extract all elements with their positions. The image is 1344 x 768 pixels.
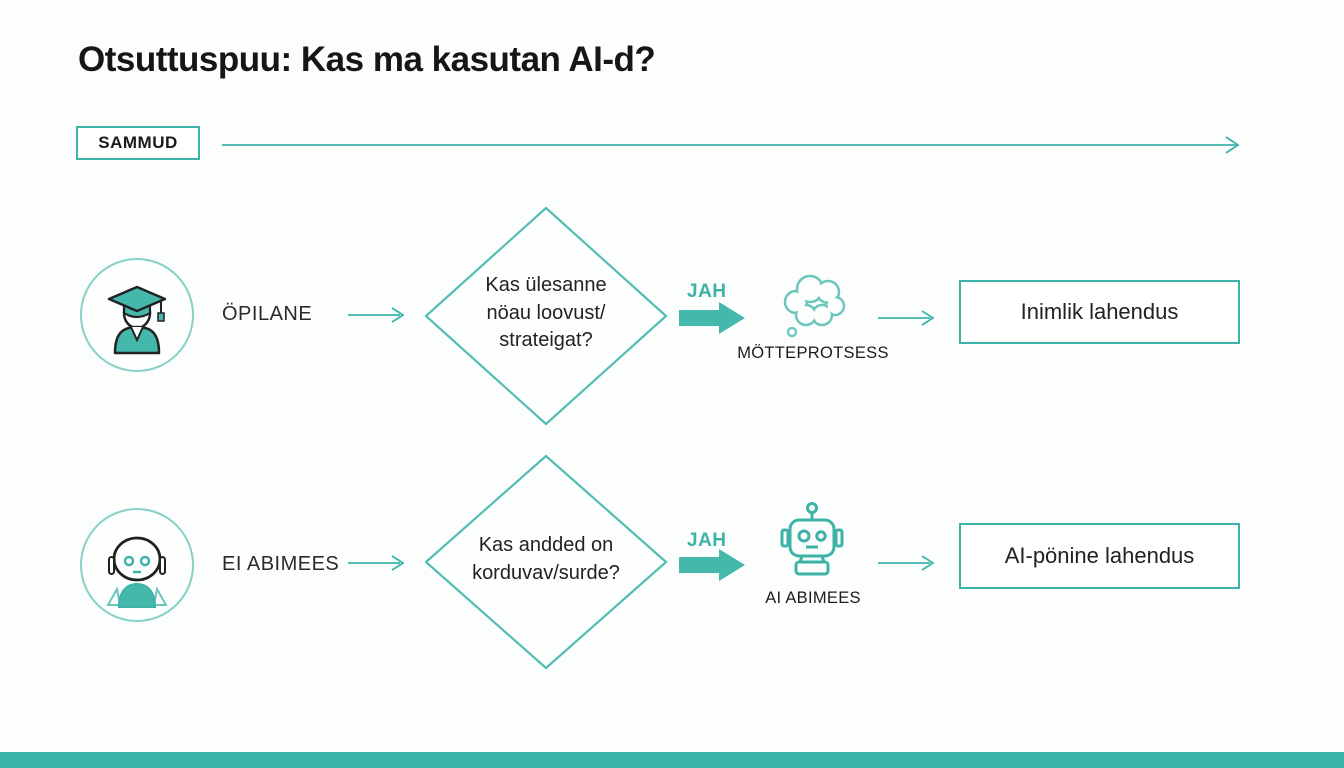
- arrow-right-icon: [878, 310, 935, 326]
- arrow-right-icon: [348, 307, 405, 323]
- decision-question-1: Kas ülesanne nöau loovust/ strateigat?: [485, 274, 607, 352]
- robot-icon: [780, 502, 844, 576]
- diamond-outline-icon: [424, 206, 668, 426]
- actor-label-student: ÖPILANE: [222, 303, 313, 325]
- decision-question-2: Kas andded on korduvav/surde?: [472, 534, 620, 584]
- block-arrow-icon: [679, 549, 745, 581]
- thought-cloud-icon: [783, 274, 846, 338]
- branch-label-jah-1: JAH: [687, 281, 727, 302]
- process-label-1: MÖTTEPROTSESS: [737, 344, 889, 362]
- result-box-1: Inimlik lahendus: [959, 280, 1240, 344]
- steps-label-box: SAMMUD: [76, 126, 200, 160]
- diamond-outline-icon: [424, 454, 668, 670]
- decision-diamond-1: Kas ülesanne nöau loovust/ strateigat?: [424, 206, 668, 426]
- robot-avatar: [80, 508, 194, 622]
- page-title: Otsuttuspuu: Kas ma kasutan AI-d?: [78, 40, 656, 79]
- branch-label-jah-2: JAH: [687, 530, 727, 551]
- robot-avatar-icon: [106, 536, 168, 608]
- student-icon: [107, 285, 167, 355]
- student-avatar: [80, 258, 194, 372]
- process-label-2: AI ABIMEES: [765, 589, 861, 607]
- arrow-right-icon: [878, 555, 935, 571]
- result-label-2: AI-pönine lahendus: [1004, 543, 1195, 568]
- decision-diamond-2: Kas andded on korduvav/surde?: [424, 454, 668, 670]
- block-arrow-icon: [679, 302, 745, 334]
- result-label-1: Inimlik lahendus: [1020, 299, 1179, 324]
- result-box-2: AI-pönine lahendus: [959, 523, 1240, 589]
- timeline-arrow-icon: [222, 136, 1240, 154]
- steps-label: SAMMUD: [98, 133, 178, 152]
- arrow-right-icon: [348, 555, 405, 571]
- actor-label-ai-helper: EI ABIMEES: [222, 553, 340, 575]
- footer-accent-bar: [0, 752, 1344, 768]
